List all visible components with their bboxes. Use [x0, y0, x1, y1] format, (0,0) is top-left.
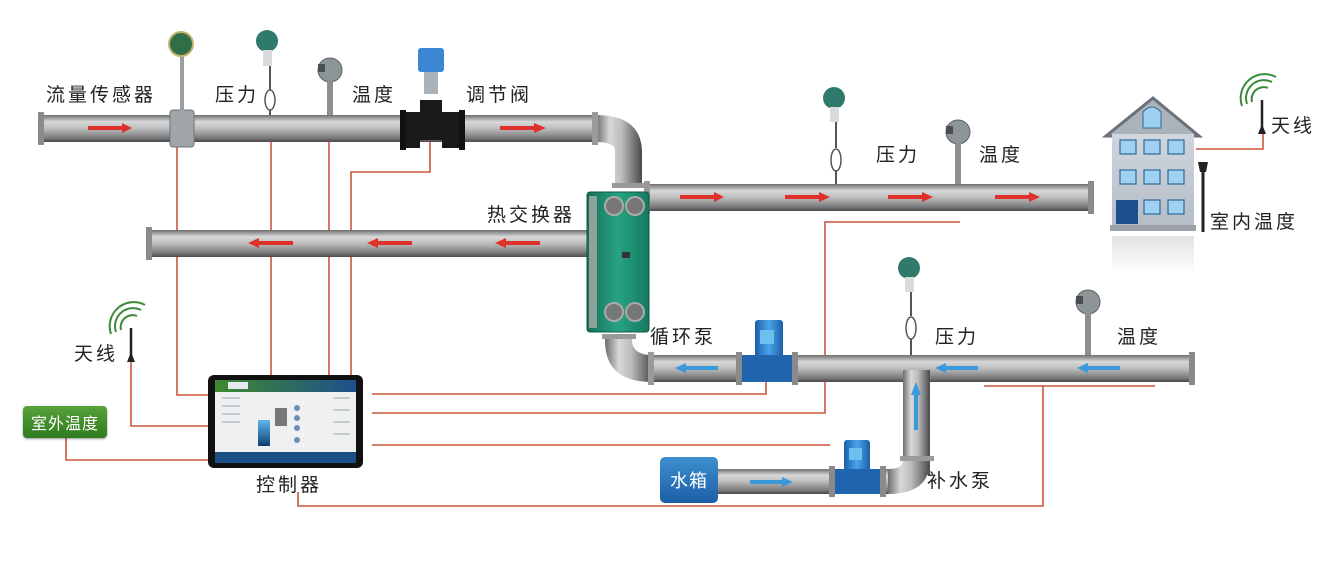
label-indoor-temperature: 室内温度 — [1210, 211, 1299, 233]
wire-building-antenna — [1196, 134, 1264, 150]
label-primary-temperature: 温度 — [352, 84, 397, 106]
label-heat-exchanger: 热交换器 — [487, 204, 576, 226]
label-control-valve: 调节阀 — [466, 84, 533, 106]
temperature-sensor-icon — [945, 119, 971, 184]
antenna-icon — [108, 301, 146, 362]
label-flow-sensor: 流量传感器 — [46, 84, 157, 106]
wire-bottom-bus — [297, 385, 1155, 507]
label-makeup-pump: 补水泵 — [927, 470, 994, 492]
primary-return-arrows — [248, 238, 540, 248]
wire-circulation-pump — [372, 380, 767, 395]
building-icon — [1101, 96, 1204, 274]
antenna-icon — [1239, 73, 1277, 134]
wire-secondary-supply — [372, 221, 960, 414]
flow-sensor-icon — [168, 31, 195, 148]
label-circulation-pump: 循环泵 — [650, 326, 717, 348]
label-primary-pressure: 压力 — [215, 84, 260, 106]
secondary-return-arrows — [675, 363, 1120, 430]
circulation-pump-icon — [736, 320, 798, 385]
temperature-sensor-icon — [317, 57, 343, 115]
makeup-arrow — [750, 477, 793, 487]
indoor-temperature-sensor-icon — [1198, 162, 1208, 232]
label-controller-antenna: 天线 — [74, 343, 119, 365]
wire-control-valve — [350, 140, 431, 375]
makeup-pump-icon — [829, 440, 886, 497]
label-secondary-supply-pressure: 压力 — [876, 144, 921, 166]
pressure-transmitter-icon — [898, 257, 920, 355]
label-secondary-supply-temperature: 温度 — [979, 144, 1024, 166]
label-controller: 控制器 — [256, 474, 323, 496]
primary-supply-arrows — [88, 123, 546, 133]
makeup-pipe — [718, 456, 934, 494]
primary-supply-pipe — [38, 112, 646, 188]
water-tank-badge: 水箱 — [660, 457, 718, 503]
outdoor-temperature-badge: 室外温度 — [23, 406, 107, 438]
controller-screen — [208, 375, 363, 468]
secondary-return-pipe — [602, 334, 1195, 475]
wire-controller-antenna — [130, 362, 208, 427]
control-wiring — [65, 134, 1264, 507]
label-secondary-return-temperature: 温度 — [1117, 326, 1162, 348]
temperature-sensor-icon — [1075, 289, 1101, 355]
pressure-transmitter-icon — [256, 30, 278, 115]
label-building-antenna: 天线 — [1271, 115, 1316, 137]
wire-outdoor-temp — [65, 438, 208, 461]
pressure-transmitter-icon — [823, 87, 845, 184]
wire-flow-sensor — [176, 145, 208, 396]
heat-exchanger-icon — [586, 191, 650, 333]
secondary-supply-arrows — [680, 192, 1040, 202]
control-valve-icon — [400, 48, 465, 150]
label-secondary-return-pressure: 压力 — [935, 326, 980, 348]
